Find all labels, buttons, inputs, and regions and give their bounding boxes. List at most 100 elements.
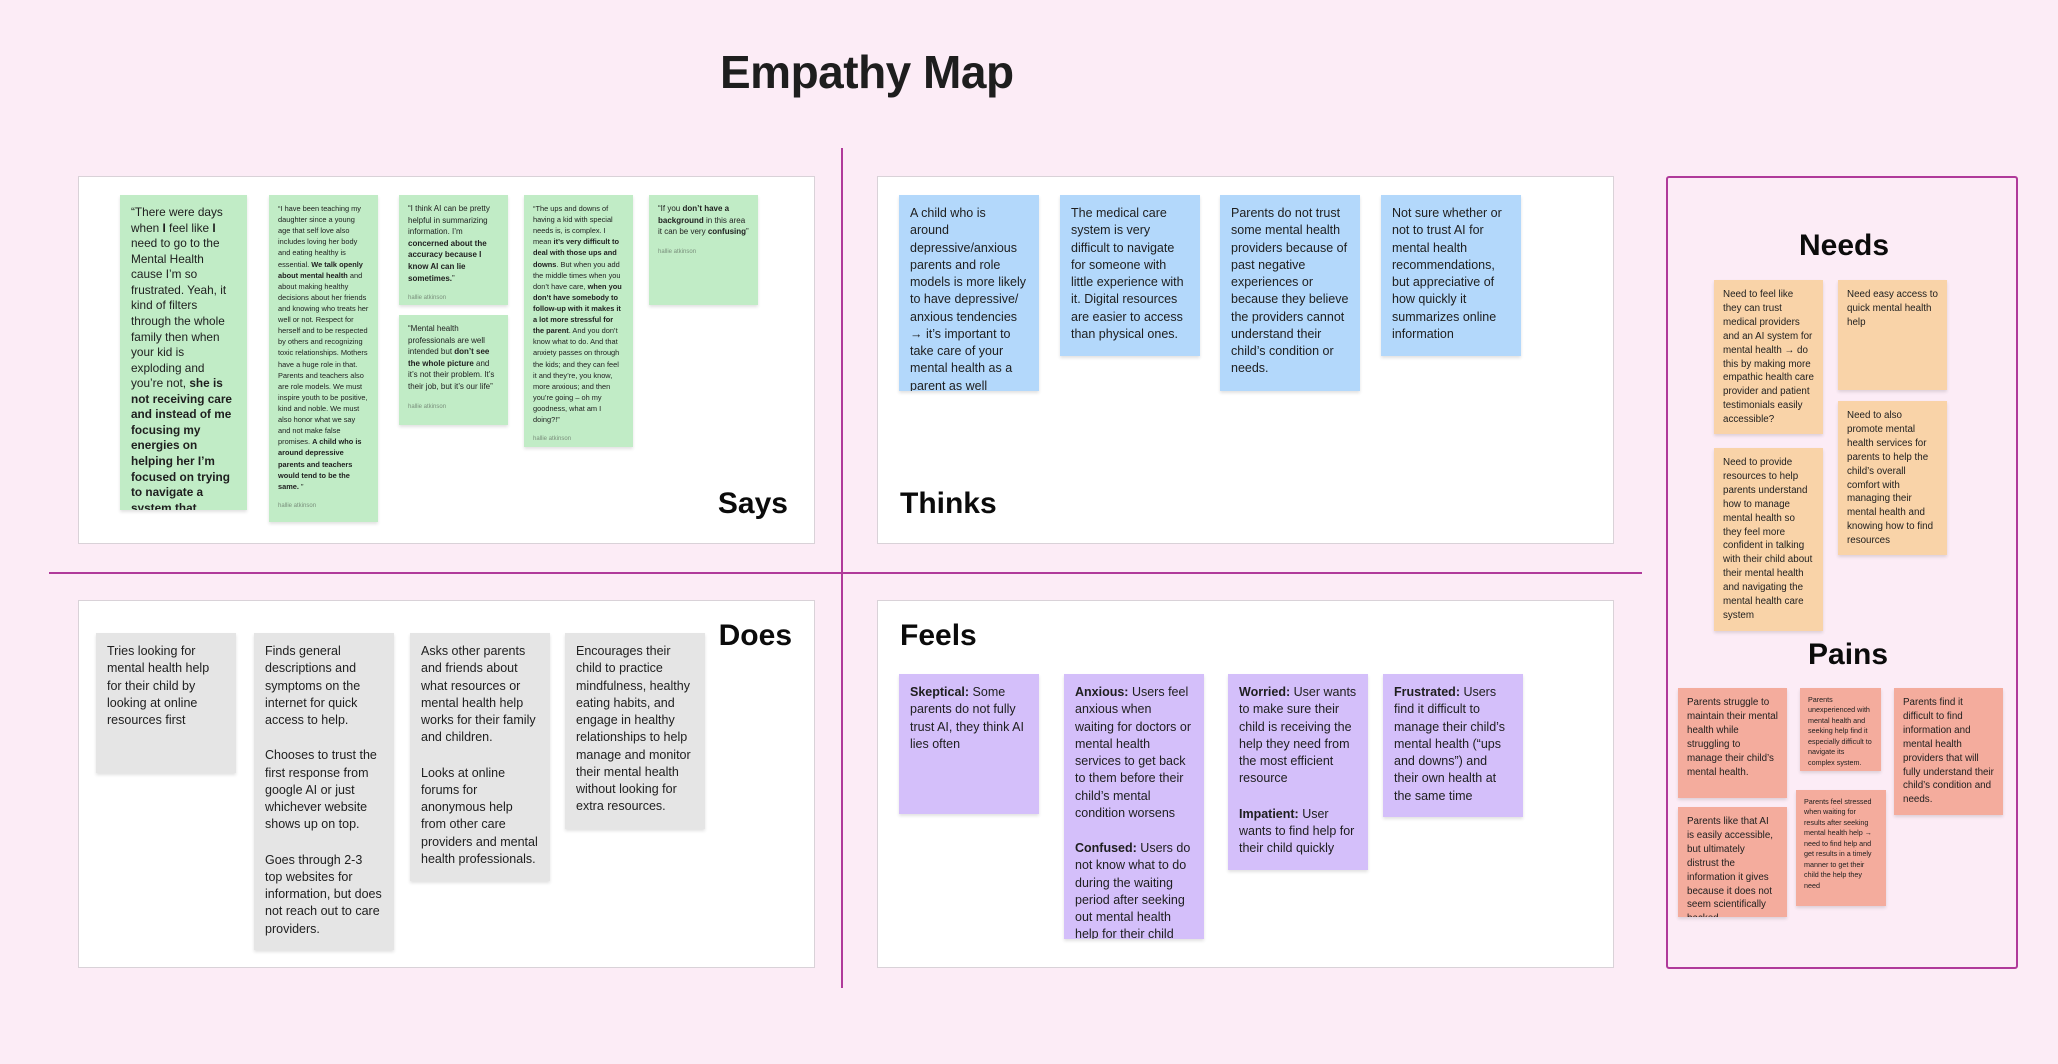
says-author: hallie atkinson	[408, 403, 447, 410]
feels-label-confused: Confused:	[1075, 841, 1137, 855]
thinks-sticky[interactable]: Not sure whether or not to trust AI for …	[1381, 195, 1521, 356]
feels-label-skeptical: Skeptical:	[910, 685, 970, 699]
says-quote: “Mental health professionals are well in…	[408, 323, 499, 393]
pains-sticky[interactable]: Parents feel stressed when waiting for r…	[1796, 790, 1886, 906]
says-quote-emphasis: I	[212, 220, 216, 235]
thinks-sticky[interactable]: A child who is around depressive/anxious…	[899, 195, 1039, 391]
needs-text: Need easy access to quick mental health …	[1847, 289, 1938, 328]
says-quote-emphasis: concerned about the accuracy because I k…	[408, 238, 487, 283]
does-label: Does	[718, 619, 792, 652]
does-text: Encourages their child to practice mindf…	[576, 644, 691, 814]
pains-sticky[interactable]: Parents struggle to maintain their menta…	[1678, 688, 1787, 798]
does-sticky[interactable]: Finds general descriptions and symptoms …	[254, 633, 394, 950]
needs-sticky[interactable]: Need to also promote mental health servi…	[1838, 401, 1947, 555]
feels-text: Users feel anxious when waiting for doct…	[1075, 685, 1192, 820]
does-text: Finds general descriptions and symptoms …	[265, 644, 361, 727]
says-quote-emphasis: she is not receiving care and instead of…	[131, 376, 232, 510]
needs-text: Need to feel like they can trust medical…	[1723, 289, 1814, 426]
feels-text: Users find it difficult to manage their …	[1394, 685, 1505, 803]
says-sticky[interactable]: “I have been teaching my daughter since …	[269, 195, 378, 522]
says-quote-text: “There were days when	[131, 205, 223, 235]
pains-text: Parents feel stressed when waiting for r…	[1804, 797, 1872, 890]
says-quote-emphasis: confusing	[707, 227, 747, 237]
says-quote-emphasis: I	[162, 220, 166, 235]
horizontal-divider	[49, 572, 1642, 574]
says-author: hallie atkinson	[408, 295, 447, 302]
says-quote-text: and about making healthy decisions about…	[278, 270, 369, 447]
feels-label-frustrated: Frustrated:	[1394, 685, 1460, 699]
pains-label: Pains	[1808, 638, 1889, 671]
feels-sticky[interactable]: Anxious: Users feel anxious when waiting…	[1064, 674, 1204, 939]
says-quote-emphasis: when you don’t have somebody to follow-u…	[533, 281, 622, 336]
says-quote-text: “I think AI can be pretty helpful in sum…	[408, 204, 490, 237]
thinks-sticky[interactable]: Parents do not trust some mental health …	[1220, 195, 1360, 391]
pains-sticky[interactable]: Parents find it difficult to find inform…	[1894, 688, 2003, 815]
pains-text: Parents struggle to maintain their menta…	[1687, 697, 1778, 778]
does-sticky[interactable]: Tries looking for mental health help for…	[96, 633, 236, 773]
does-text: Goes through 2-3 top websites for inform…	[265, 852, 382, 936]
says-quote-text: . And you don’t know what to do. And tha…	[533, 326, 620, 425]
thinks-sticky[interactable]: The medical care system is very difficul…	[1060, 195, 1200, 356]
feels-text: Users do not know what to do during the …	[1075, 841, 1191, 939]
says-quote-emphasis: We talk openly about mental health	[278, 259, 363, 280]
does-text: Chooses to trust the first response from…	[265, 748, 377, 832]
thinks-text: The medical care system is very difficul…	[1071, 206, 1184, 341]
says-quote: “I have been teaching my daughter since …	[278, 203, 369, 492]
says-quote-text: and it’s not their problem. It’s their j…	[408, 358, 495, 391]
says-author: hallie atkinson	[658, 248, 697, 255]
says-author: hallie atkinson	[533, 436, 572, 443]
says-quote-text: need to go to the Mental Health cause I’…	[131, 236, 227, 391]
says-sticky[interactable]: “I think AI can be pretty helpful in sum…	[399, 195, 508, 305]
does-text: Looks at online forums for anonymous hel…	[421, 765, 538, 866]
needs-sticky[interactable]: Need to feel like they can trust medical…	[1714, 280, 1823, 434]
says-sticky[interactable]: “There were days when I feel like I need…	[120, 195, 247, 510]
says-quote-text: ”	[301, 481, 304, 491]
feels-sticky[interactable]: Frustrated: Users find it difficult to m…	[1383, 674, 1523, 817]
says-quote-text: “I have been teaching my daughter since …	[278, 204, 361, 269]
says-sticky[interactable]: “Mental health professionals are well in…	[399, 315, 508, 425]
feels-label-impatient: Impatient:	[1239, 806, 1299, 821]
thinks-text: Parents do not trust some mental health …	[1231, 206, 1349, 376]
feels-text: User wants to find help for their child …	[1239, 806, 1355, 856]
says-quote: “There were days when I feel like I need…	[131, 205, 236, 510]
says-quote: “The ups and downs of having a kid with …	[533, 203, 624, 425]
says-quote-text: “The ups and downs of having a kid with …	[533, 204, 613, 247]
says-quote-text: feel like	[165, 220, 213, 235]
says-quote-text: . But when you add the middle times when…	[533, 259, 621, 291]
pains-sticky[interactable]: Parents like that AI is easily accessibl…	[1678, 807, 1787, 917]
needs-sticky[interactable]: Need to provide resources to help parent…	[1714, 448, 1823, 631]
feels-sticky[interactable]: Worried: User wants to make sure their c…	[1228, 674, 1368, 870]
feels-text: User wants to make sure their child is r…	[1239, 685, 1357, 786]
pains-sticky[interactable]: Parents unexperienced with mental health…	[1800, 688, 1881, 771]
thinks-text: Not sure whether or not to trust AI for …	[1392, 206, 1502, 341]
says-quote: “I think AI can be pretty helpful in sum…	[408, 203, 499, 284]
says-sticky[interactable]: “The ups and downs of having a kid with …	[524, 195, 633, 447]
says-sticky[interactable]: “If you don’t have a background in this …	[649, 195, 758, 305]
says-quote-text: in this area it can be very	[658, 215, 746, 237]
says-quote-emphasis: it’s very difficult to deal with those u…	[533, 237, 619, 269]
feels-label-worried: Worried:	[1239, 685, 1291, 699]
pains-text: Parents find it difficult to find inform…	[1903, 697, 1994, 806]
does-sticky[interactable]: Encourages their child to practice mindf…	[565, 633, 705, 829]
needs-text: Need to also promote mental health servi…	[1847, 410, 1934, 547]
feels-text: Some parents do not fully trust AI, they…	[910, 685, 1024, 751]
does-sticky[interactable]: Asks other parents and friends about wha…	[410, 633, 550, 881]
pains-text: Parents like that AI is easily accessibl…	[1687, 816, 1774, 917]
feels-sticky[interactable]: Skeptical: Some parents do not fully tru…	[899, 674, 1039, 814]
says-quote-text: ”	[746, 227, 749, 237]
feels-label-anxious: Anxious:	[1075, 685, 1129, 699]
says-quote-text: ”	[452, 273, 455, 283]
thinks-text: A child who is around depressive/anxious…	[910, 206, 1027, 391]
does-text: Asks other parents and friends about wha…	[421, 644, 536, 745]
thinks-label: Thinks	[900, 487, 997, 520]
page-title: Empathy Map	[720, 46, 1014, 98]
does-text: Tries looking for mental health help for…	[107, 644, 210, 727]
says-quote-text: “Mental health professionals are well in…	[408, 324, 485, 357]
says-author: hallie atkinson	[278, 502, 317, 509]
says-quote: “If you don’t have a background in this …	[658, 203, 749, 238]
needs-sticky[interactable]: Need easy access to quick mental health …	[1838, 280, 1947, 390]
says-quote-emphasis: don’t see the whole picture	[408, 347, 490, 368]
vertical-divider	[841, 148, 843, 988]
needs-text: Need to provide resources to help parent…	[1723, 457, 1813, 621]
feels-label: Feels	[900, 619, 977, 652]
